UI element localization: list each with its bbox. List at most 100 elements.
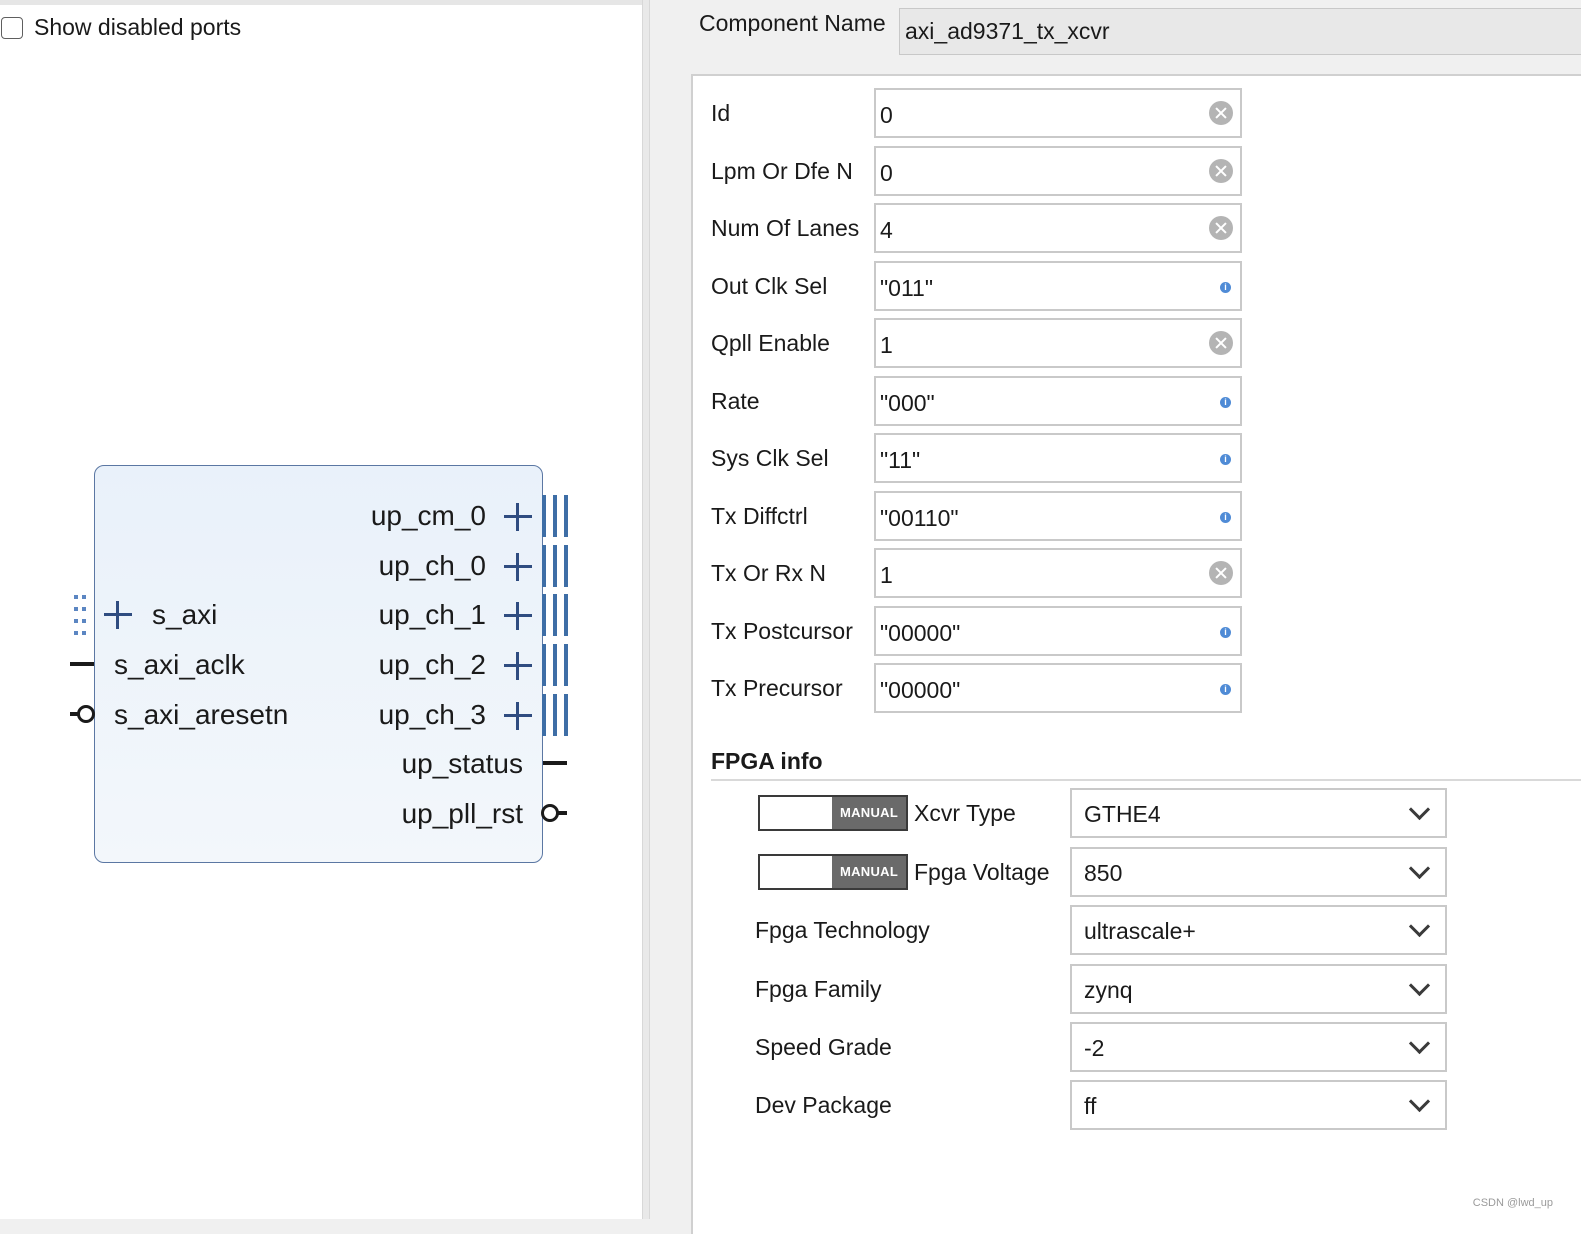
manual-toggle[interactable]: MANUAL [758, 795, 908, 831]
param-value: 0 [880, 160, 893, 186]
chevron-down-icon [1408, 798, 1431, 821]
manual-toggle[interactable]: MANUAL [758, 854, 908, 890]
reset-pin-wire [70, 712, 80, 716]
port-up-ch-0[interactable]: up_ch_0 [378, 550, 486, 581]
param-num-of-lanes-input[interactable]: 4 [874, 203, 1242, 253]
clear-icon[interactable] [1209, 159, 1233, 183]
param-id-input[interactable]: 0 [874, 88, 1242, 138]
expand-up-ch-2-icon[interactable] [504, 652, 532, 680]
clear-icon[interactable] [1209, 216, 1233, 240]
fpga-label: Xcvr Type [914, 800, 1016, 826]
fpga-family-row: Fpga Family zynq [693, 964, 1493, 1014]
select-value: 850 [1084, 860, 1123, 886]
expand-up-cm-0-icon[interactable] [504, 503, 532, 531]
fpga-label: Fpga Technology [755, 917, 930, 943]
select-value: ultrascale+ [1084, 918, 1196, 944]
param-qpll-enable-input[interactable]: 1 [874, 318, 1242, 368]
panel-top-border [0, 0, 642, 5]
port-up-ch-1[interactable]: up_ch_1 [378, 599, 486, 630]
section-divider [711, 779, 1581, 781]
param-lpm-or-dfe-n-input[interactable]: 0 [874, 146, 1242, 196]
param-value: "00000" [880, 620, 961, 646]
info-icon[interactable]: i [1220, 684, 1231, 695]
param-tx-precursor: Tx Precursor "00000"i [693, 663, 1293, 713]
port-up-status[interactable]: up_status [401, 748, 523, 779]
param-value: 4 [880, 217, 893, 243]
param-tx-or-rx-n-input[interactable]: 1 [874, 548, 1242, 598]
manual-toggle-label: MANUAL [832, 797, 906, 829]
fpga-label: Dev Package [755, 1092, 892, 1118]
fpga-family-select[interactable]: zynq [1070, 964, 1447, 1014]
info-icon[interactable]: i [1220, 397, 1231, 408]
port-up-ch-2[interactable]: up_ch_2 [378, 649, 486, 680]
dev-package-select[interactable]: ff [1070, 1080, 1447, 1130]
fpga-technology-row: Fpga Technology ultrascale+ [693, 905, 1493, 955]
param-label: Lpm Or Dfe N [711, 158, 853, 184]
param-value: 1 [880, 562, 893, 588]
fpga-label: Speed Grade [755, 1034, 892, 1060]
port-s-axi[interactable]: s_axi [152, 599, 218, 630]
param-lpm-or-dfe-n: Lpm Or Dfe N 0 [693, 146, 1293, 196]
param-tx-postcursor-input[interactable]: "00000" i [874, 606, 1242, 656]
clear-icon[interactable] [1209, 101, 1233, 125]
info-icon[interactable]: i [1220, 627, 1231, 638]
param-value: 0 [880, 102, 893, 128]
param-id: Id 0 [693, 88, 1293, 138]
info-icon[interactable]: i [1220, 512, 1231, 523]
interface-handle-dots-icon [74, 595, 86, 635]
param-num-of-lanes: Num Of Lanes 4 [693, 203, 1293, 253]
port-up-cm-0[interactable]: up_cm_0 [370, 500, 486, 531]
component-name-row: Component Name [699, 10, 886, 37]
dev-package-row: Dev Package ff [693, 1080, 1493, 1130]
output-pin-icon [543, 761, 567, 765]
panel-splitter[interactable] [642, 0, 650, 1219]
param-out-clk-sel: Out Clk Sel "011"i [693, 261, 1293, 311]
clear-icon[interactable] [1209, 561, 1233, 585]
param-value: 1 [880, 332, 893, 358]
fpga-info-title: FPGA info [711, 748, 823, 774]
chevron-down-icon [1408, 857, 1431, 880]
info-icon[interactable]: i [1220, 454, 1231, 465]
watermark: CSDN @lwd_up [1472, 1197, 1553, 1209]
expand-up-ch-1-icon[interactable] [504, 602, 532, 630]
fpga-xcvr-type-row: MANUAL Xcvr Type GTHE4 [693, 788, 1493, 838]
param-out-clk-sel-input[interactable]: "011"i [874, 261, 1242, 311]
param-sys-clk-sel: Sys Clk Sel "11"i [693, 433, 1293, 483]
expand-up-ch-0-icon[interactable] [504, 553, 532, 581]
param-label: Num Of Lanes [711, 215, 860, 241]
speed-grade-select[interactable]: -2 [1070, 1022, 1447, 1072]
clock-pin-icon [70, 662, 94, 666]
param-value: "00000" [880, 677, 961, 703]
bus-pins-icon [542, 644, 568, 686]
param-tx-or-rx-n: Tx Or Rx N 1 [693, 548, 1293, 598]
expand-up-ch-3-icon[interactable] [504, 702, 532, 730]
port-up-pll-rst[interactable]: up_pll_rst [401, 798, 523, 829]
param-rate: Rate "000"i [693, 376, 1293, 426]
clear-icon[interactable] [1209, 331, 1233, 355]
param-tx-precursor-input[interactable]: "00000" i [874, 663, 1242, 713]
bus-pins-icon [542, 495, 568, 537]
component-name-input[interactable]: axi_ad9371_tx_xcvr [899, 8, 1581, 55]
info-icon[interactable]: i [1220, 282, 1231, 293]
port-up-ch-3[interactable]: up_ch_3 [378, 699, 486, 730]
show-disabled-ports-option[interactable]: Show disabled ports [0, 14, 241, 41]
xcvr-type-select[interactable]: GTHE4 [1070, 788, 1447, 838]
port-s-axi-aresetn[interactable]: s_axi_aresetn [114, 699, 289, 730]
port-s-axi-aclk[interactable]: s_axi_aclk [114, 649, 245, 680]
fpga-voltage-row: MANUAL Fpga Voltage 850 [693, 847, 1493, 897]
param-tx-diffctrl-input[interactable]: "00110" i [874, 491, 1242, 541]
bus-pins-icon [542, 694, 568, 736]
inverted-output-wire [557, 811, 567, 815]
chevron-down-icon [1408, 974, 1431, 997]
param-label: Tx Or Rx N [711, 560, 826, 586]
param-qpll-enable: Qpll Enable 1 [693, 318, 1293, 368]
fpga-technology-select[interactable]: ultrascale+ [1070, 905, 1447, 955]
param-rate-input[interactable]: "000"i [874, 376, 1242, 426]
expand-s-axi-icon[interactable] [104, 601, 132, 629]
ip-block[interactable] [94, 465, 543, 863]
param-sys-clk-sel-input[interactable]: "11"i [874, 433, 1242, 483]
param-value: "00110" [880, 505, 959, 531]
show-disabled-ports-checkbox[interactable] [1, 16, 23, 39]
param-label: Tx Postcursor [711, 618, 853, 644]
fpga-voltage-select[interactable]: 850 [1070, 847, 1447, 897]
